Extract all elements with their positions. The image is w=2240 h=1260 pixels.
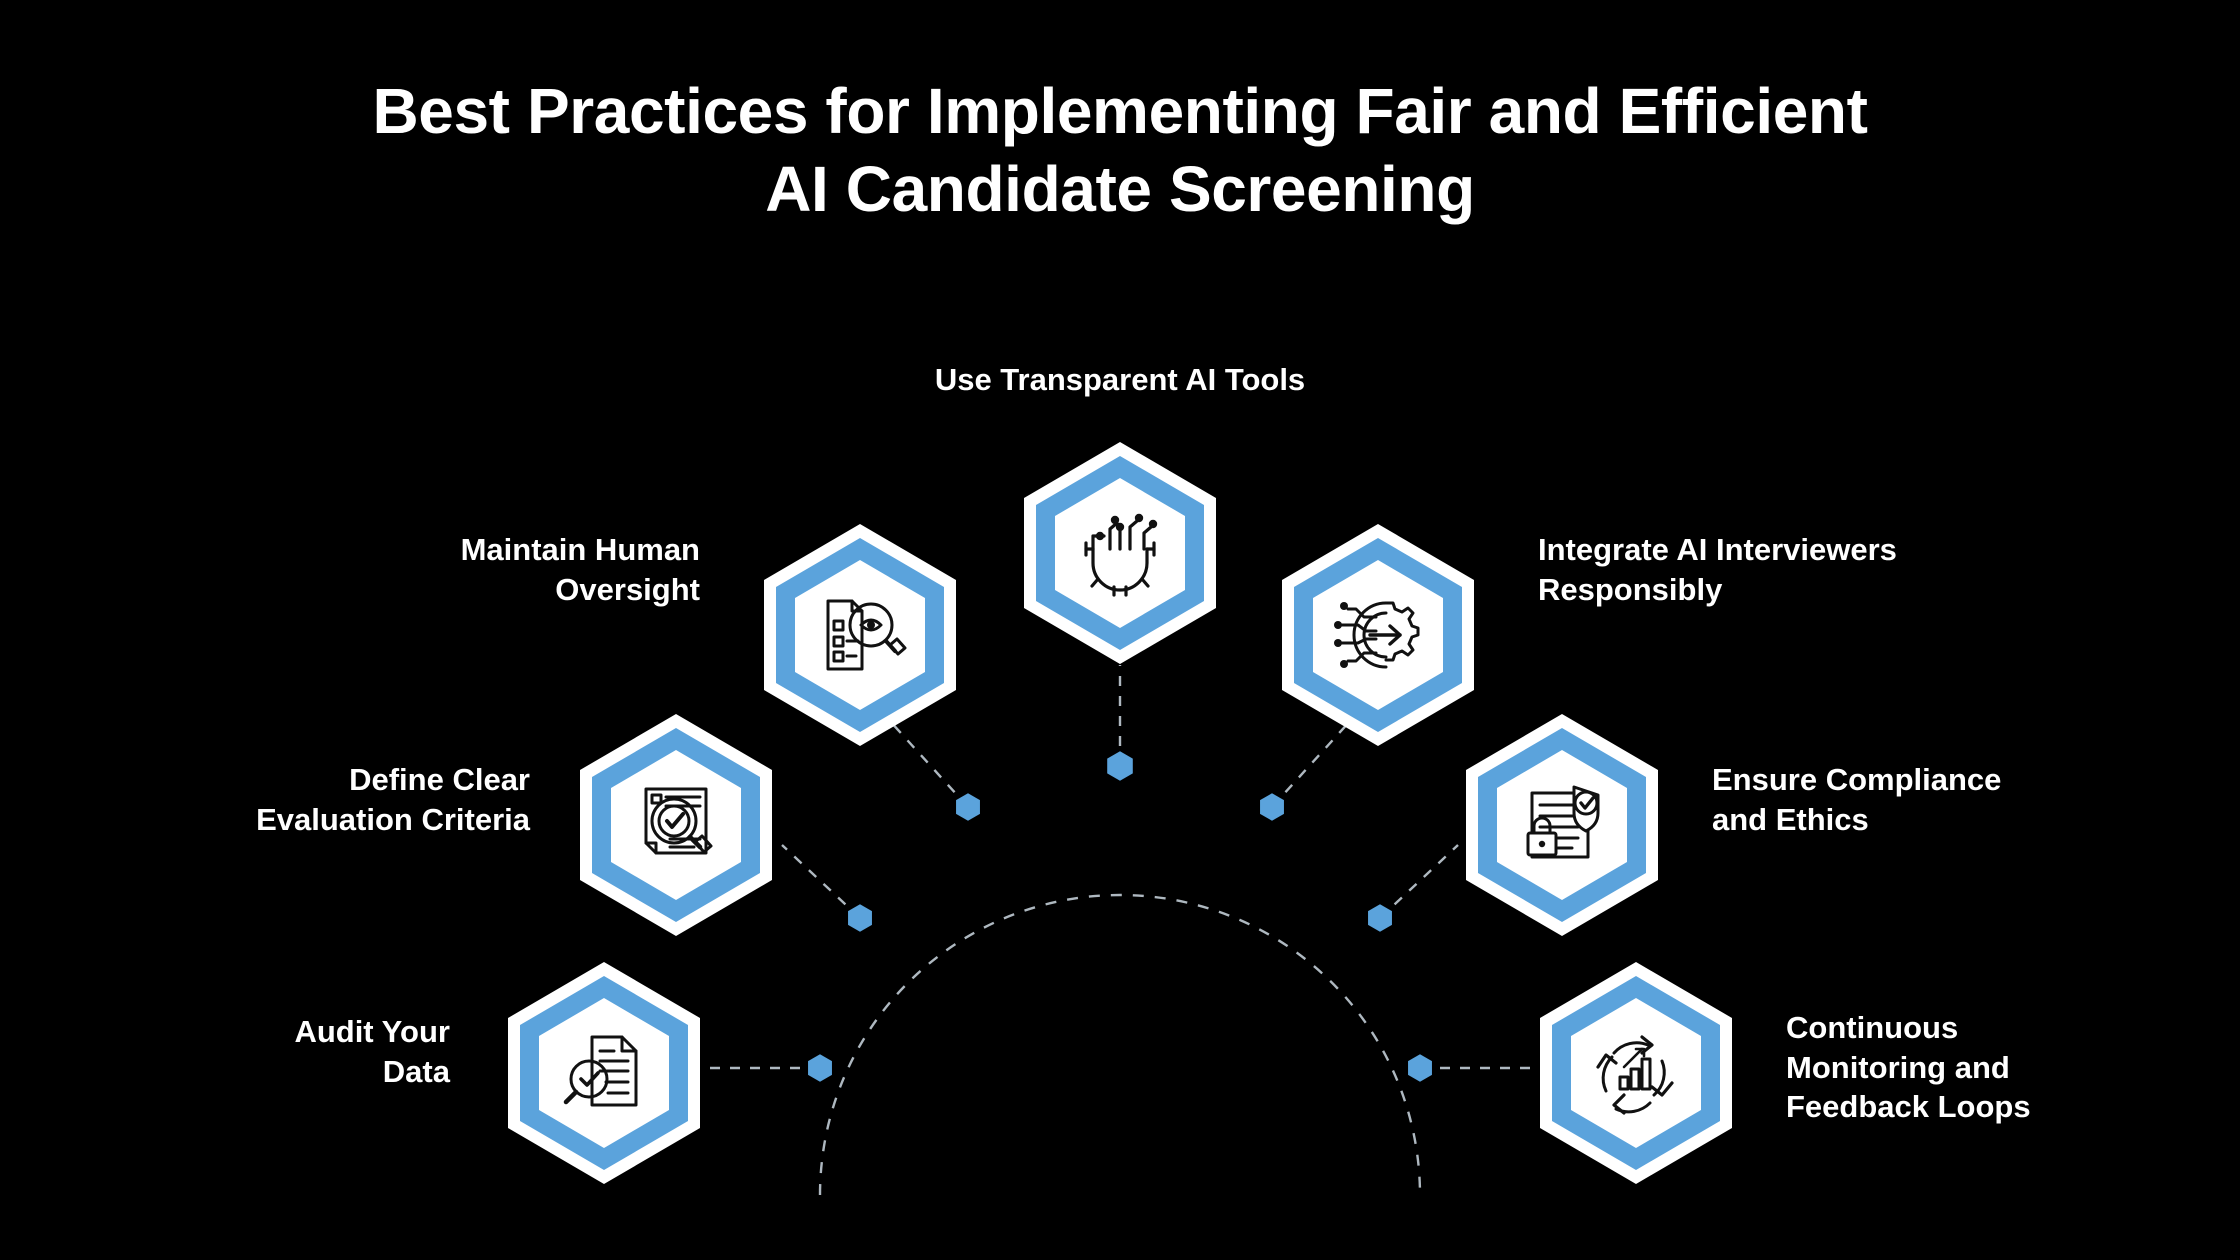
hex-inner-fill [1055, 478, 1185, 628]
label-maintain-human-oversight-text: Maintain Human Oversight [460, 532, 700, 607]
hex-badge-audit-your-data[interactable] [504, 960, 704, 1186]
document-check-magnifier-icon [644, 787, 713, 855]
hex-badge-maintain-human-oversight[interactable] [760, 522, 960, 748]
page-title: Best Practices for Implementing Fair and… [0, 72, 2240, 228]
waypoint-upper-right [1260, 793, 1284, 821]
waypoint-top [1107, 751, 1133, 781]
hex-inner-fill [539, 998, 669, 1148]
waypoint-lower-left [808, 1054, 832, 1082]
label-define-clear-evaluation-criteria-text: Define Clear Evaluation Criteria [256, 762, 530, 837]
ai-gear-circuit-icon [1084, 513, 1158, 597]
document-shield-lock-icon [1526, 785, 1600, 859]
title-line-2: AI Candidate Screening [765, 153, 1475, 226]
label-continuous-monitoring-and-feedback-loops-text: Continuous Monitoring and Feedback Loops [1786, 1010, 2031, 1125]
hex-badge-ensure-compliance-and-ethics[interactable] [1462, 712, 1662, 938]
document-audit-magnifier-icon [563, 1035, 638, 1107]
checklist-eye-magnifier-icon [826, 599, 907, 671]
waypoint-upper-left [956, 793, 980, 821]
hex-badge-define-clear-evaluation-criteria[interactable] [576, 712, 776, 938]
label-audit-your-data: Audit Your Data [40, 1012, 450, 1091]
waypoint-mid-right [1368, 904, 1392, 932]
label-integrate-ai-interviewers-responsibly-text: Integrate AI Interviewers Responsibly [1538, 532, 1897, 607]
label-audit-your-data-text: Audit Your Data [294, 1014, 450, 1089]
arc-path [818, 893, 1422, 1196]
label-maintain-human-oversight: Maintain Human Oversight [140, 530, 700, 609]
hex-inner-fill [795, 560, 925, 710]
title-line-1: Best Practices for Implementing Fair and… [372, 75, 1868, 147]
label-continuous-monitoring-and-feedback-loops: Continuous Monitoring and Feedback Loops [1786, 1008, 2216, 1127]
hex-badge-use-transparent-ai-tools[interactable] [1020, 440, 1220, 666]
hex-inner-fill [1497, 750, 1627, 900]
label-ensure-compliance-and-ethics-text: Ensure Compliance and Ethics [1712, 762, 2002, 837]
hex-badge-integrate-ai-interviewers-responsibly[interactable] [1278, 522, 1478, 748]
spoke-mid-right [1379, 844, 1459, 919]
arc-waypoints [808, 751, 1432, 1082]
waypoint-mid-left [848, 904, 872, 932]
waypoint-lower-right [1408, 1054, 1432, 1082]
hex-inner-fill [1571, 998, 1701, 1148]
spoke-mid-left [781, 844, 861, 919]
cycle-bar-chart-icon [1596, 1035, 1674, 1115]
hex-badge-continuous-monitoring-and-feedback-loops[interactable] [1536, 960, 1736, 1186]
label-ensure-compliance-and-ethics: Ensure Compliance and Ethics [1712, 760, 2212, 839]
gear-circuit-arrow-icon [1334, 601, 1420, 669]
label-integrate-ai-interviewers-responsibly: Integrate AI Interviewers Responsibly [1538, 530, 2158, 609]
label-define-clear-evaluation-criteria: Define Clear Evaluation Criteria [40, 760, 530, 839]
label-use-transparent-ai-tools: Use Transparent AI Tools [934, 362, 1306, 397]
